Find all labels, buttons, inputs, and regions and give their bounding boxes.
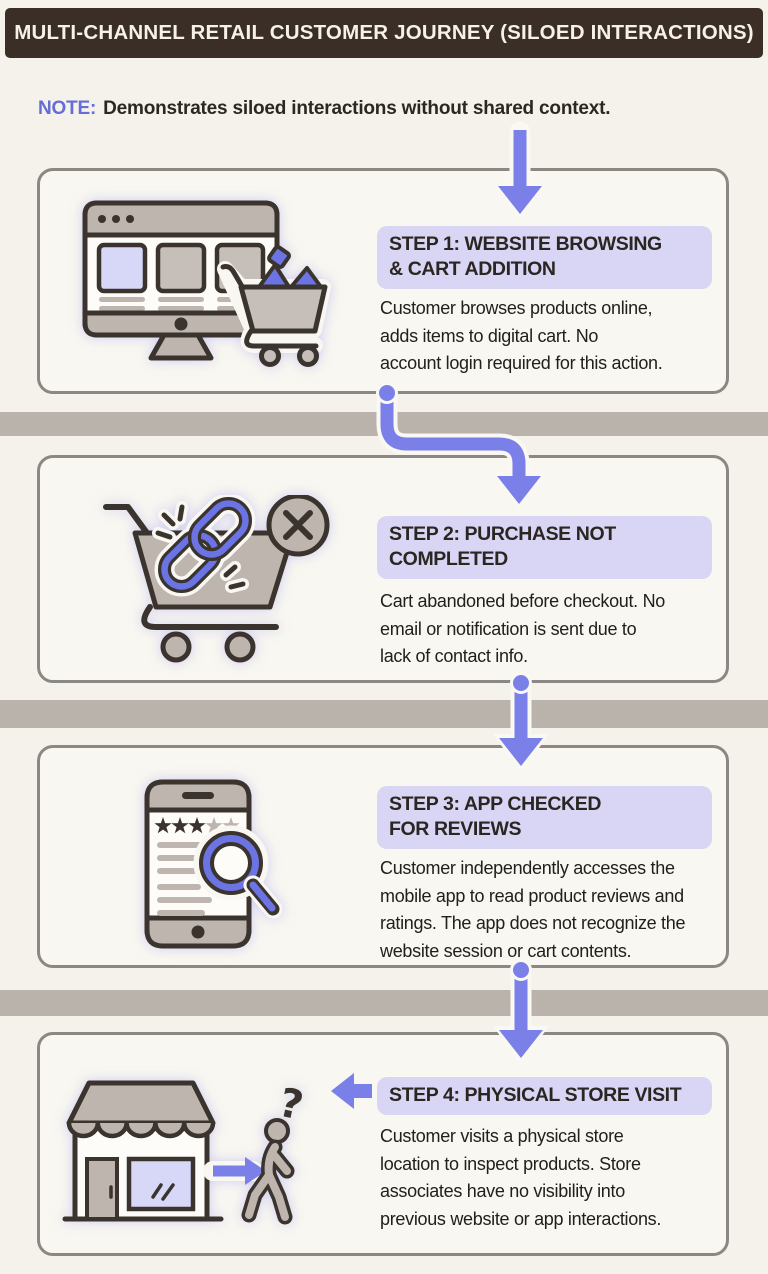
section-divider (0, 990, 768, 1016)
page-title: MULTI-CHANNEL RETAIL CUSTOMER JOURNEY (S… (14, 21, 754, 44)
storefront-visitor-icon: ? (62, 1080, 307, 1225)
section-divider (0, 412, 768, 436)
step-2-card: STEP 2: PURCHASE NOT COMPLETED Cart aban… (37, 455, 729, 683)
step-title-line: STEP 3: APP CHECKED (389, 793, 602, 815)
person-body (241, 1139, 295, 1225)
step-title-line: & CART ADDITION (389, 258, 556, 280)
step-description: Customer visits a physical store locatio… (380, 1123, 732, 1233)
body-line: Cart abandoned before checkout. No (380, 591, 665, 611)
body-line: Customer independently accesses the (380, 858, 675, 878)
step-title-badge: STEP 2: PURCHASE NOT COMPLETED (377, 516, 712, 579)
desktop-browser-cart-icon (82, 200, 331, 367)
note-label: NOTE: (38, 98, 97, 119)
body-line: account login required for this action. (380, 353, 663, 373)
note-text: Demonstrates siloed interactions without… (103, 98, 611, 119)
body-line: mobile app to read product reviews and (380, 885, 684, 906)
step-title-line: STEP 2: PURCHASE NOT (389, 523, 616, 545)
body-line: email or notification is sent due to (380, 618, 637, 639)
body-line: associates have no visibility into (380, 1181, 625, 1201)
header-bar: MULTI-CHANNEL RETAIL CUSTOMER JOURNEY (S… (5, 8, 763, 58)
enter-arrow-head (245, 1157, 266, 1185)
step-description: Cart abandoned before checkout. No email… (380, 588, 732, 671)
step-4-card: ? STEP 4: PHYSICAL STORE VISIT (37, 1032, 729, 1256)
body-line: ratings. The app does not recognize the (380, 913, 686, 933)
step-title-badge: STEP 4: PHYSICAL STORE VISIT (377, 1077, 712, 1115)
step-title-line: STEP 4: PHYSICAL STORE VISIT (389, 1084, 682, 1106)
body-line: adds items to digital cart. No (380, 325, 599, 346)
body-line: lack of contact info. (380, 646, 528, 666)
step-description: Customer independently accesses the mobi… (380, 855, 732, 965)
body-line: location to inspect products. Store (380, 1153, 641, 1174)
mobile-app-reviews-search-icon (144, 779, 283, 949)
body-line: website session or cart contents. (380, 940, 632, 961)
body-line: Customer browses products online, (380, 298, 653, 318)
step-1-card: STEP 1: WEBSITE BROWSING & CART ADDITION… (37, 168, 729, 394)
step-3-card: STEP 3: APP CHECKED FOR REVIEWS Customer… (37, 745, 729, 968)
step-title-line: STEP 1: WEBSITE BROWSING (389, 233, 662, 255)
section-divider (0, 700, 768, 728)
step-title-line: COMPLETED (389, 548, 508, 570)
body-line: Customer visits a physical store (380, 1126, 624, 1146)
person-head (264, 1118, 290, 1144)
step-title-badge: STEP 3: APP CHECKED FOR REVIEWS (377, 786, 712, 849)
abandoned-cart-broken-link-icon (103, 495, 330, 663)
step-title-line: FOR REVIEWS (389, 818, 522, 840)
step-title-badge: STEP 1: WEBSITE BROWSING & CART ADDITION (377, 226, 712, 289)
note-line: NOTE: Demonstrates siloed interactions wi… (38, 98, 610, 120)
step-description: Customer browses products online, adds i… (380, 295, 732, 378)
body-line: previous website or app interactions. (380, 1208, 662, 1229)
